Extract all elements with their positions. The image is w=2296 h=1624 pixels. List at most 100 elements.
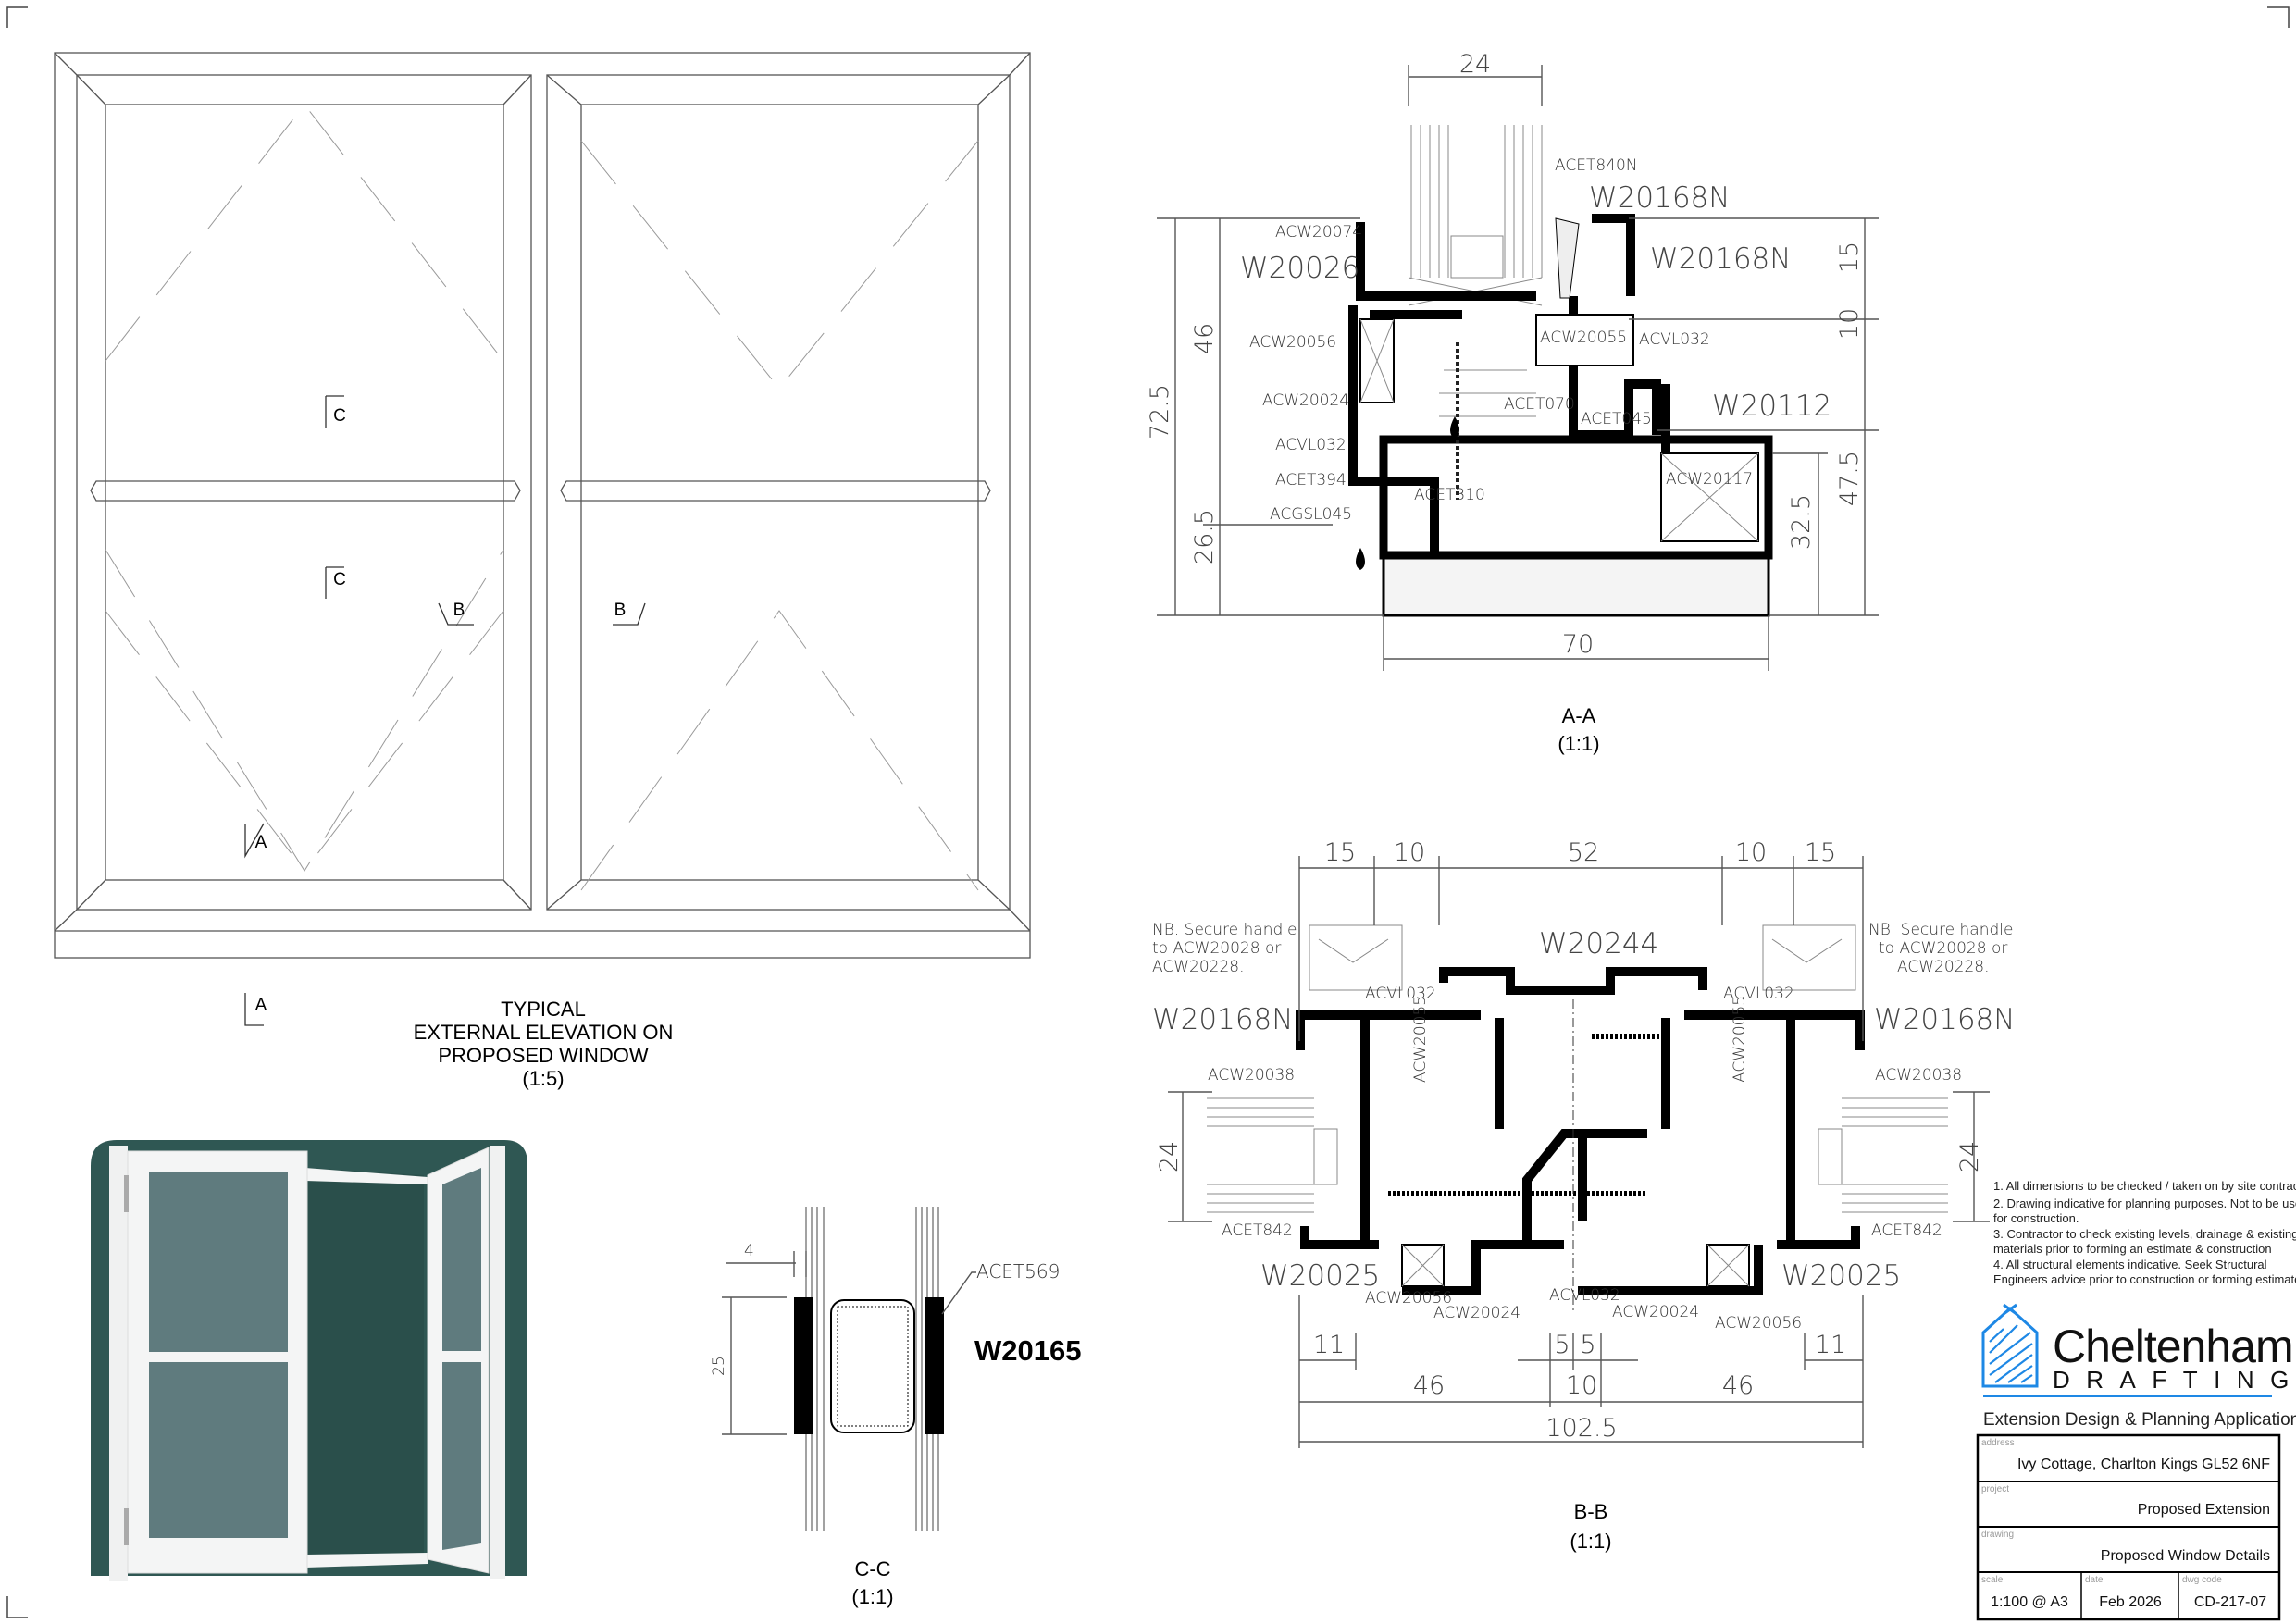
svg-text:1:100 @ A3: 1:100 @ A3 [1991, 1594, 2068, 1610]
elevation-caption: TYPICAL EXTERNAL ELEVATION ON PROPOSED W… [414, 998, 674, 1090]
svg-text:15: 15 [1835, 242, 1864, 273]
section-aa-drawing [1348, 125, 1773, 617]
svg-text:W20168N: W20168N [1152, 1003, 1293, 1036]
svg-text:ACET045: ACET045 [1581, 410, 1652, 428]
svg-text:ACW20056: ACW20056 [1715, 1314, 1802, 1333]
svg-text:10: 10 [1566, 1371, 1597, 1400]
svg-text:46: 46 [1722, 1371, 1754, 1400]
section-cc-scale: (1:1) [851, 1585, 893, 1608]
svg-text:W20165: W20165 [974, 1334, 1081, 1367]
section-bb-scale: (1:1) [1570, 1530, 1611, 1553]
svg-text:ACET842: ACET842 [1871, 1221, 1942, 1240]
svg-text:5: 5 [1580, 1331, 1595, 1359]
svg-text:W20025: W20025 [1781, 1259, 1901, 1293]
svg-text:ACW20117: ACW20117 [1666, 470, 1753, 489]
svg-text:W20112: W20112 [1712, 390, 1831, 423]
svg-text:ACGSL045: ACGSL045 [1270, 505, 1352, 524]
svg-text:W20244: W20244 [1539, 927, 1658, 961]
section-bb-labels: 15 10 52 10 15 24 24 11 5 5 11 46 10 46 … [1152, 838, 2015, 1443]
svg-text:ACW20055: ACW20055 [1731, 996, 1749, 1083]
svg-text:for construction.: for construction. [1993, 1211, 2079, 1225]
corner-marks [6, 6, 2290, 1618]
svg-text:ACET310: ACET310 [1414, 486, 1485, 504]
section-cc-title: C-C [854, 1557, 890, 1581]
svg-text:4. All structural elements ind: 4. All structural elements indicative. S… [1993, 1258, 2267, 1271]
svg-text:NB. Secure handle: NB. Secure handle [1152, 921, 1297, 939]
section-bb-title: B-B [1574, 1500, 1608, 1523]
svg-text:Ivy Cottage, Charlton Kings GL: Ivy Cottage, Charlton Kings GL52 6NF [2017, 1457, 2270, 1472]
svg-text:Engineers advice prior to cons: Engineers advice prior to construction o… [1993, 1272, 2296, 1286]
svg-text:ACW20038: ACW20038 [1875, 1066, 1962, 1085]
svg-text:ACW20074: ACW20074 [1275, 223, 1362, 242]
svg-text:ACW20056: ACW20056 [1249, 333, 1336, 352]
svg-text:ACET842: ACET842 [1222, 1221, 1293, 1240]
svg-text:10: 10 [1394, 838, 1425, 867]
svg-text:32.5: 32.5 [1787, 494, 1816, 550]
svg-text:24: 24 [1955, 1141, 1984, 1172]
svg-text:ACW20024: ACW20024 [1612, 1303, 1699, 1321]
svg-text:102.5: 102.5 [1545, 1414, 1617, 1443]
svg-text:dwg code: dwg code [2182, 1575, 2222, 1585]
svg-text:46: 46 [1413, 1371, 1445, 1400]
svg-text:24: 24 [1155, 1141, 1184, 1172]
svg-text:drawing: drawing [1981, 1530, 2014, 1540]
svg-text:ACW20055: ACW20055 [1411, 996, 1430, 1083]
svg-text:5: 5 [1554, 1331, 1570, 1359]
svg-text:ACW20228.: ACW20228. [1152, 958, 1245, 976]
svg-text:70: 70 [1562, 630, 1594, 659]
svg-text:ACW20056: ACW20056 [1365, 1289, 1452, 1308]
svg-text:26.5: 26.5 [1190, 509, 1219, 564]
svg-text:Feb 2026: Feb 2026 [2099, 1594, 2162, 1610]
brand-sub: DRAFTING [2053, 1366, 2296, 1394]
svg-text:ACVL032: ACVL032 [1275, 436, 1347, 454]
svg-text:4: 4 [744, 1242, 754, 1260]
section-bb-dimensions [1168, 856, 1990, 1448]
svg-text:EXTERNAL ELEVATION ON: EXTERNAL ELEVATION ON [414, 1021, 674, 1044]
svg-text:Proposed Extension: Proposed Extension [2138, 1502, 2270, 1518]
section-aa-labels: 24 70 72.5 46 26.5 15 10 47.5 32.5 ACET8… [1146, 50, 1864, 659]
marker-c-lower: C [333, 570, 346, 589]
svg-text:15: 15 [1324, 838, 1356, 867]
title-block: address Ivy Cottage, Charlton Kings GL52… [1976, 1433, 2281, 1621]
general-notes: 1. All dimensions to be checked / taken … [1993, 1179, 2296, 1286]
brand-logo-icon [1981, 1303, 2039, 1388]
svg-text:47.5: 47.5 [1835, 451, 1864, 506]
svg-text:ACW20055: ACW20055 [1540, 329, 1627, 347]
section-aa-scale: (1:1) [1558, 732, 1599, 755]
svg-text:15: 15 [1805, 838, 1836, 867]
svg-text:10: 10 [1735, 838, 1767, 867]
svg-text:ACET569: ACET569 [976, 1260, 1060, 1283]
section-aa-dimensions [1157, 65, 1879, 671]
svg-text:3. Contractor to check existin: 3. Contractor to check existing levels, … [1993, 1227, 2296, 1241]
external-elevation [54, 52, 1031, 959]
svg-text:11: 11 [1815, 1331, 1846, 1359]
section-markers [244, 395, 646, 1026]
svg-text:address: address [1981, 1438, 2015, 1448]
svg-text:NB. Secure handle: NB. Secure handle [1868, 921, 2013, 939]
svg-text:W20026: W20026 [1240, 252, 1359, 285]
window-photo [91, 1140, 527, 1587]
marker-a-lower: A [255, 996, 267, 1015]
svg-text:W20168N: W20168N [1650, 242, 1791, 276]
svg-text:10: 10 [1835, 308, 1864, 340]
svg-text:W20025: W20025 [1260, 1259, 1380, 1293]
svg-text:(1:5): (1:5) [522, 1067, 564, 1090]
svg-text:W20168N: W20168N [1874, 1003, 2015, 1036]
svg-text:ACW20038: ACW20038 [1208, 1066, 1295, 1085]
svg-text:date: date [2085, 1575, 2104, 1585]
svg-text:24: 24 [1459, 50, 1491, 79]
svg-text:ACW20024: ACW20024 [1262, 391, 1349, 410]
svg-text:Proposed Window Details: Proposed Window Details [2101, 1548, 2270, 1564]
section-cc-drawing [722, 1207, 976, 1531]
marker-c-upper: C [333, 406, 346, 426]
svg-text:ACVL032: ACVL032 [1365, 985, 1436, 1003]
svg-text:PROPOSED WINDOW: PROPOSED WINDOW [438, 1044, 649, 1067]
svg-text:ACET394: ACET394 [1275, 471, 1347, 490]
marker-b-right: B [614, 601, 627, 620]
section-cc-labels: 4 25 ACET569 W20165 [710, 1242, 1081, 1376]
svg-text:ACVL032: ACVL032 [1723, 985, 1794, 1003]
section-aa-title: A-A [1562, 704, 1596, 727]
brand-tagline: Extension Design & Planning Applications [1983, 1410, 2296, 1430]
svg-text:46: 46 [1190, 323, 1219, 354]
